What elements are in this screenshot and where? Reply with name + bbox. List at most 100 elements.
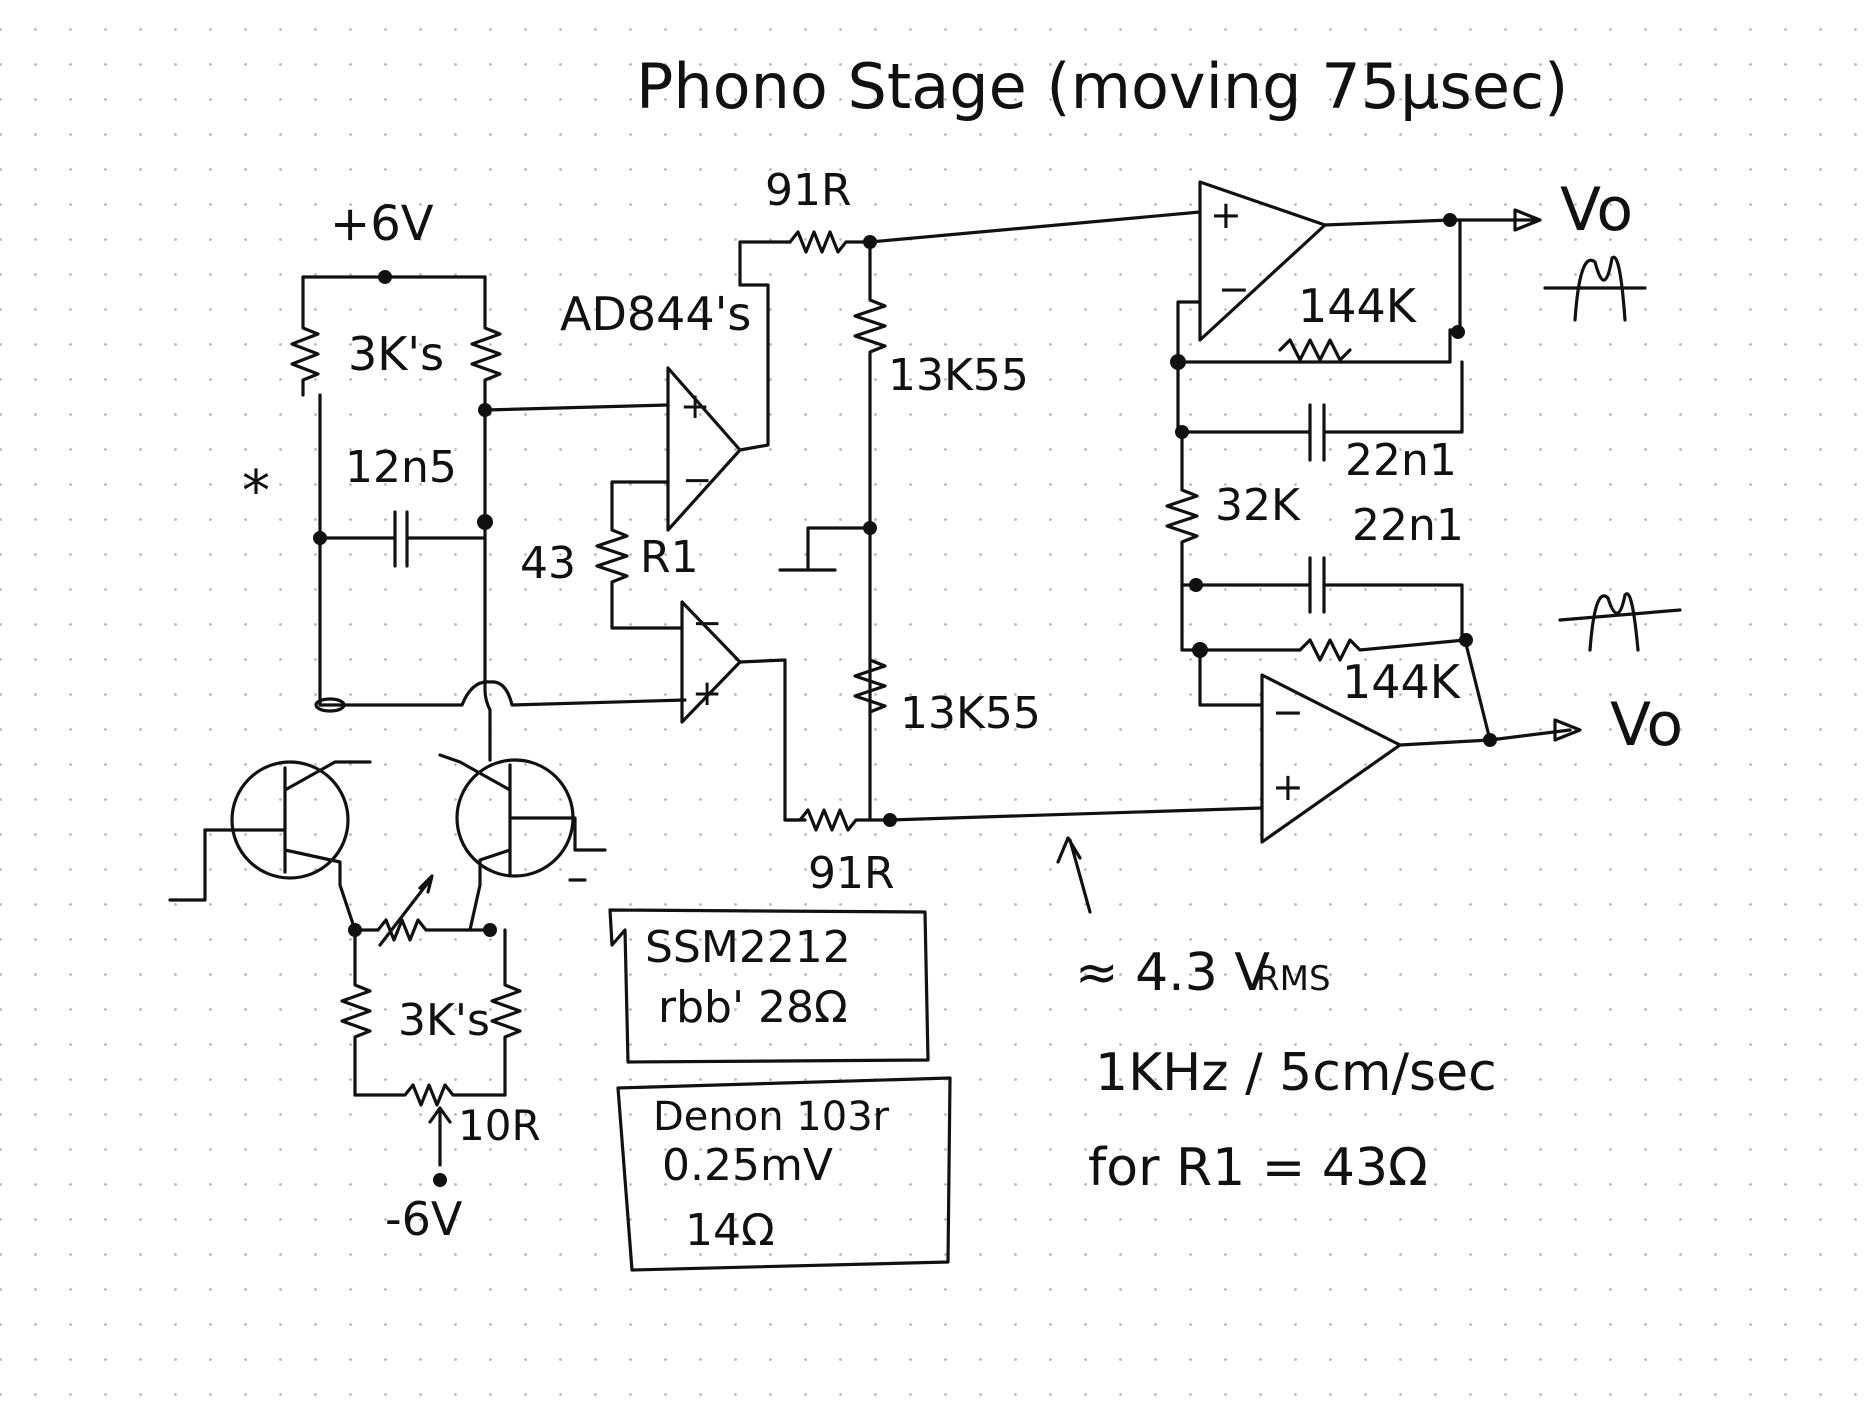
r1-condition: for R1 = 43Ω [1088,1138,1428,1198]
resistor-13k55-top-label: 13K55 [888,350,1029,401]
upper-ad844-minus: − [682,460,712,501]
lower-output-node [1483,733,1497,747]
output-level: ≈ 4.3 V [1075,943,1270,1003]
resistor-32k [1165,430,1199,587]
cap-12n5-label: 12n5 [345,442,457,493]
right-collector-resistor [470,275,502,412]
resistor-32k-label: 32K [1215,480,1301,531]
transistor-note-box: SSM2212 rbb' 28Ω [608,908,930,1064]
transistor-rbb: rbb' 28Ω [658,982,848,1033]
cap-right-node [477,514,493,530]
cartridge-note-box: Denon 103r 0.25mV 14Ω [616,1076,952,1272]
right-transistor-leads [438,753,607,932]
upper-ad844-output-wire [738,240,792,452]
cap-22n1-bottom-label: 22n1 [1352,500,1464,551]
lower-waveform-icon [1558,592,1682,652]
transistor-part-number: SSM2212 [645,922,851,973]
left-tail-resistor [340,928,372,1097]
emitter-trimmer [353,918,492,942]
r1-name: R1 [640,532,699,583]
resistor-144k-top [1278,338,1352,362]
input-stage: +6V 3K's * 12n5 [168,196,687,1246]
trimmer-arrow [378,874,434,947]
trim-10r-wiper [428,1106,452,1167]
upper-output-wire [1323,218,1537,227]
lower-ad844-minus: − [692,603,722,644]
tail-resistors-label: 3K's [398,995,490,1046]
asterisk-mark: * [242,459,270,524]
upper-output-opamp-plus: + [1210,193,1242,237]
lower-feedback-right-node [1459,633,1473,647]
left-transistor [230,760,350,880]
ground-at-midpoint [778,526,872,572]
trim-10r-label: 10R [458,1101,541,1150]
resistor-91r-bottom-label: 91R [808,848,895,899]
resistor-91r-top [788,230,872,254]
wire-to-lower-opamp-minus [1198,648,1264,707]
cartridge-model: Denon 103r [653,1094,890,1140]
trim-10r-resistor [353,1083,507,1107]
resistor-91r-top-label: 91R [765,165,852,216]
lower-output-arrow [1553,718,1582,742]
r1-resistor [595,480,684,630]
left-transistor-leads [203,760,372,932]
cap-left-node [313,531,327,545]
upper-feedback-right-node [1451,325,1465,339]
output-level-unit: RMS [1256,959,1331,999]
right-tail-resistor [490,928,522,1097]
resistor-144k-bottom-label: 144K [1342,655,1462,709]
resistor-13k55-bottom-label: 13K55 [900,688,1041,739]
lower-ad844 [680,600,742,724]
left-crossover-node [314,697,346,713]
resistor-13k55-bottom [853,658,887,714]
riaa-stage: + − Vo 144K 22n1 32K 22n1 144K − + [868,175,1683,914]
cartridge-impedance: 14Ω [685,1205,775,1256]
measurement-notes: ≈ 4.3 V RMS 1KHz / 5cm/sec for R1 = 43Ω [1075,943,1497,1198]
right-collector-wire [483,408,492,762]
resistor-144k-bottom [1180,583,1492,742]
upper-output-arrow [1513,208,1542,232]
upper-output-node [1443,213,1457,227]
upper-ad844-plus: + [680,386,710,427]
positive-supply-label: +6V [330,196,434,252]
upper-output-label: Vo [1560,175,1633,245]
transistor-note-outline [608,908,930,1064]
lower-output-opamp-plus: + [1272,765,1304,809]
collector-resistors-label: 3K's [348,327,444,381]
resistor-91r-bottom [783,808,892,832]
cap-12n5 [318,510,487,568]
wire-top-to-upper-opamp [868,210,1202,244]
wire-to-upper-opamp [483,403,670,412]
negative-supply-label: -6V [385,1192,463,1246]
cap-22n1-top-label: 22n1 [1345,435,1457,486]
cap-22n1-bottom [1180,556,1464,637]
wire-bottom-to-lower-opamp [888,806,1264,822]
left-collector-resistor [290,275,320,397]
lower-output-label: Vo [1610,690,1683,760]
resistor-144k-top-label: 144K [1298,279,1418,333]
lower-ad844-output-wire [738,658,807,822]
r1-value: 43 [520,538,576,589]
lower-ad844-plus: + [692,673,722,714]
cap-bottom-left-node [1189,578,1203,592]
lower-output-opamp-minus: − [1272,690,1304,734]
ad844-stage: AD844's + − − + 43 R1 91R 91R 13K55 13K5… [520,165,1041,899]
negative-supply-node [433,1173,447,1187]
page-title: Phono Stage (moving 75μsec) [636,50,1568,123]
upper-output-opamp [1198,180,1327,342]
upper-output-opamp-minus: − [1218,267,1250,311]
resistor-13k55-top [853,240,887,822]
left-ground-lead [168,828,207,902]
wire-to-lower-opamp [318,680,687,707]
right-emitter-node [483,923,497,937]
upper-waveform-icon [1543,255,1647,322]
measurement-arrow [1056,836,1092,914]
lower-output-opamp [1260,673,1402,844]
test-condition: 1KHz / 5cm/sec [1095,1043,1497,1103]
cartridge-note-outline [616,1076,952,1272]
cartridge-output: 0.25mV [662,1140,833,1191]
ad844-label: AD844's [560,287,751,341]
upper-ad844 [666,366,742,532]
